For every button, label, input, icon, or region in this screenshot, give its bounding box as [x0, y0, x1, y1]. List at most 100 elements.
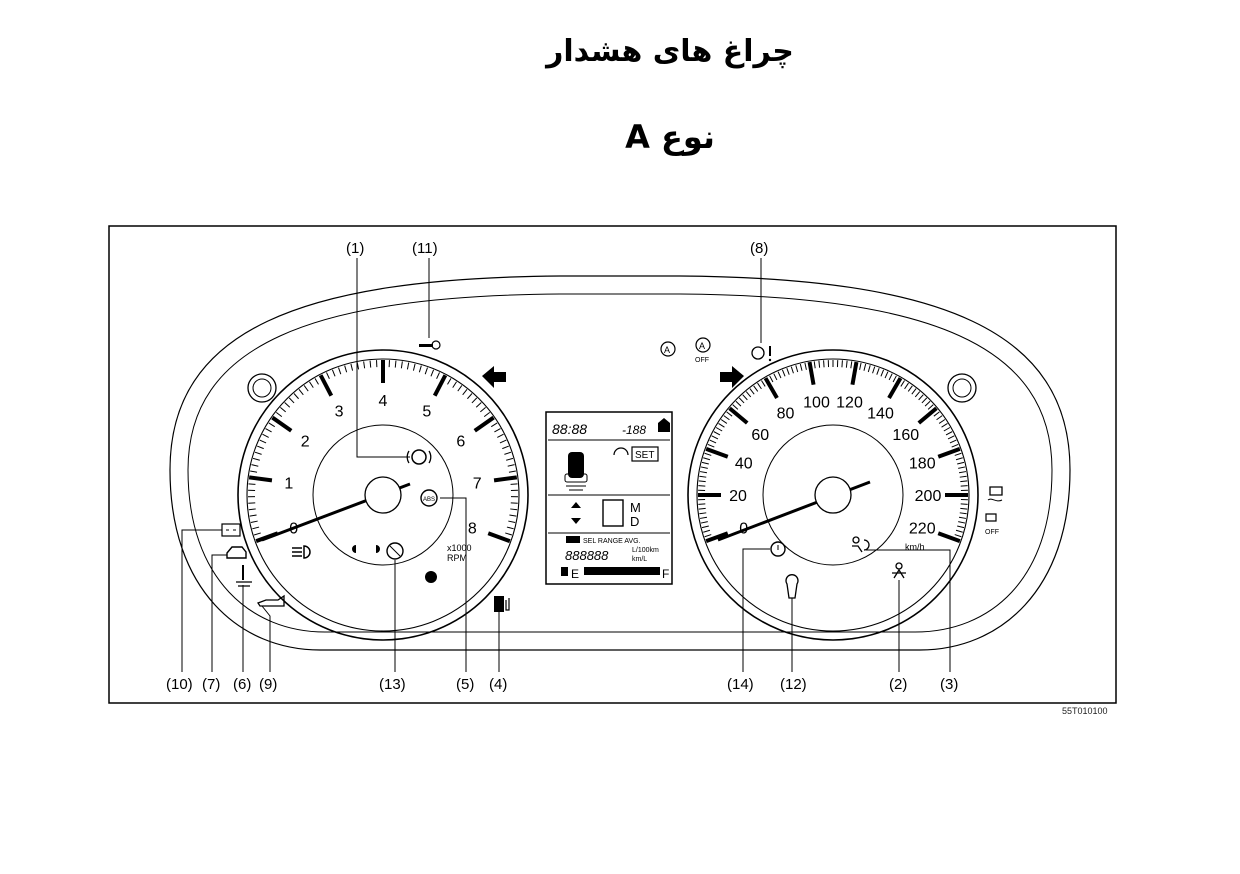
tachometer-minor-tick [250, 470, 258, 473]
speedometer-minor-tick [863, 363, 867, 371]
tachometer-minor-tick [508, 520, 516, 523]
lcd-display: 88:88 -188 SET M D SEL RANGE AVG. 888888… [545, 411, 673, 585]
tachometer-minor-tick [284, 402, 291, 408]
tachometer-minor-tick [502, 445, 510, 450]
tachometer-tick-label: 2 [301, 434, 310, 451]
tachometer-minor-tick [344, 365, 348, 373]
speedometer-major-tick [807, 361, 816, 386]
speedometer-major-tick [763, 377, 779, 400]
speedometer-minor-tick [941, 423, 948, 428]
tachometer-minor-tick [265, 428, 272, 433]
speedometer-minor-tick [859, 362, 862, 370]
speedometer-minor-tick [943, 427, 951, 432]
speedometer-hub [814, 476, 852, 514]
callout-14: (14) [727, 676, 754, 693]
speedometer-minor-tick [718, 423, 725, 428]
speedometer-minor-tick [911, 388, 917, 395]
speedometer-minor-tick [918, 394, 924, 401]
speedometer-minor-tick [753, 385, 759, 392]
tachometer-minor-tick [249, 514, 257, 517]
speedometer-minor-tick [884, 371, 889, 379]
callout-6: (6) [233, 676, 251, 693]
master-warning-icon [785, 574, 799, 599]
speedometer-minor-tick [958, 521, 966, 524]
tachometer-minor-tick [262, 433, 269, 438]
speedometer-tick-label: 220 [909, 520, 936, 537]
speedometer-minor-tick [957, 525, 965, 529]
speedometer-minor-tick [735, 400, 742, 407]
speedometer-minor-tick [867, 365, 871, 373]
speedometer-tick-label: 140 [867, 406, 894, 423]
speedometer-tick-label: 160 [892, 427, 919, 444]
tachometer-tick-label: 6 [456, 434, 465, 451]
tachometer-minor-tick [475, 402, 482, 408]
lcd-odometer: 888888 [565, 548, 609, 563]
figure-id: 55T010100 [1062, 706, 1108, 716]
speedometer-minor-tick [957, 461, 965, 465]
esp-off-label: OFF [985, 529, 999, 536]
tachometer-minor-tick [314, 378, 319, 385]
tachometer-minor-tick [309, 381, 314, 388]
speedometer-minor-tick [955, 457, 963, 461]
tachometer: 012345678 x1000 RPM [237, 349, 529, 641]
speedometer-tick-label: 100 [803, 394, 830, 411]
auto-stop-off-label: OFF [695, 357, 709, 364]
auto-stop-off-icon: A OFF [695, 337, 711, 364]
tachometer-tick-label: 4 [379, 393, 388, 410]
speedometer-tick-label: 200 [915, 488, 942, 505]
callout-7: (7) [202, 676, 220, 693]
speedometer-major-tick [728, 406, 749, 425]
tachometer-minor-tick [490, 422, 498, 428]
lcd-gear-d: D [630, 514, 639, 529]
speedometer-tick-label: 120 [836, 394, 863, 411]
svg-text:A: A [699, 341, 705, 351]
esp-icon [987, 486, 1003, 502]
speedometer-minor-tick [773, 373, 778, 381]
tachometer-minor-tick [400, 361, 403, 369]
charging-warning-icon [221, 523, 241, 537]
tachometer-minor-tick [252, 526, 260, 530]
callout-leaders [181, 258, 951, 672]
lcd-fuel-f: F [662, 567, 669, 581]
check-engine-icon [226, 546, 247, 559]
speedometer-minor-tick [699, 516, 708, 519]
cluster-housing-inner [187, 293, 1053, 633]
speedometer-minor-tick [954, 452, 962, 456]
airbag-warning-icon [852, 536, 870, 553]
tachometer-tick-label: 1 [284, 476, 293, 493]
speedometer-minor-tick [845, 360, 848, 368]
callout-5: (5) [456, 676, 474, 693]
bolt-right [947, 373, 977, 403]
speedometer-minor-tick [799, 363, 803, 371]
tachometer-major-tick [318, 374, 334, 397]
turn-signal-left-icon [482, 366, 506, 388]
tachometer-minor-tick [504, 451, 512, 455]
tachometer-major-tick [473, 415, 495, 433]
tachometer-minor-tick [483, 411, 491, 418]
low-fuel-icon [494, 596, 510, 612]
brake-warning-icon [406, 449, 432, 465]
coolant-temperature-icon [236, 565, 252, 587]
tachometer-scale [248, 360, 518, 544]
speedometer-minor-tick [850, 361, 853, 369]
speedometer-minor-tick [709, 439, 717, 444]
speedometer-major-tick [917, 406, 938, 425]
speedometer-minor-tick [900, 380, 905, 387]
fog-light-icon [352, 545, 380, 553]
tachometer-major-tick [487, 531, 511, 544]
power-steering-icon [386, 542, 404, 560]
speedometer-labels: 020406080100120140160180200220 [729, 394, 941, 537]
lcd-gear-indicator [602, 499, 624, 527]
speedometer-major-tick [850, 361, 859, 386]
speedometer-minor-tick [954, 534, 962, 538]
speedometer-minor-tick [701, 461, 709, 465]
tachometer-minor-tick [331, 369, 336, 377]
lcd-set-label: SET [635, 450, 654, 461]
lcd-set-box [631, 446, 659, 462]
tachometer-minor-tick [509, 514, 517, 517]
svg-text:A: A [664, 345, 670, 355]
tachometer-minor-tick [253, 532, 261, 536]
speedometer-minor-tick [960, 480, 968, 483]
callout-11: (11) [412, 240, 438, 257]
